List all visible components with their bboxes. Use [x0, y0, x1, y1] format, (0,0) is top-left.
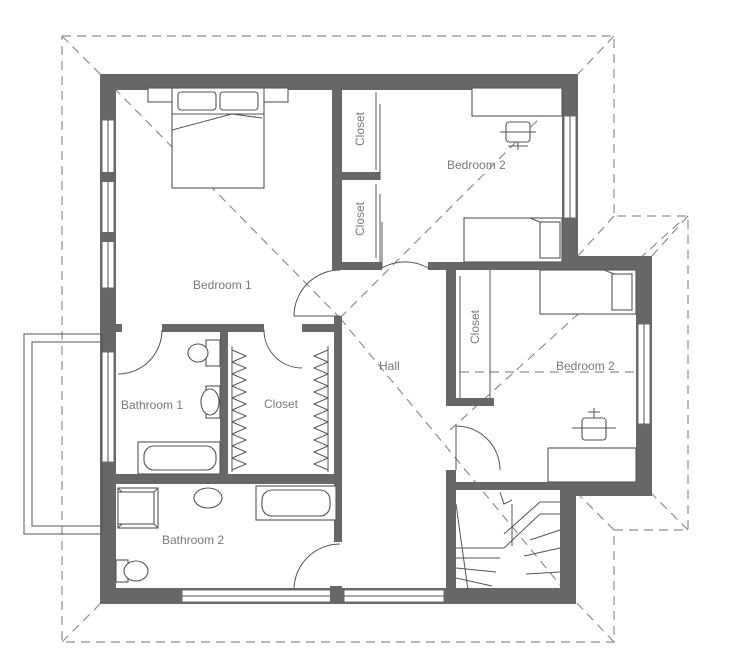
bathroom-1-fixtures	[137, 339, 221, 475]
bathroom-2-fixtures	[115, 485, 337, 583]
closet-hanger	[312, 457, 329, 471]
closet-hanger	[231, 409, 248, 423]
label-bedroom-1: Bedroom 1	[193, 278, 252, 292]
upper-closets	[375, 92, 381, 262]
closet-hanger	[312, 385, 329, 399]
closet-hanger	[312, 349, 329, 363]
windows	[101, 115, 651, 604]
closet-hanger	[312, 361, 329, 375]
closet-hanger	[231, 349, 248, 363]
closet-hangers	[231, 349, 329, 471]
double-bed	[147, 87, 289, 189]
closet-hanger	[231, 457, 248, 471]
closet-hanger	[312, 433, 329, 447]
doors	[117, 222, 501, 589]
label-hall: Hall	[379, 359, 400, 373]
closet-hanger	[231, 385, 248, 399]
label-closet-main: Closet	[264, 397, 299, 411]
closet-hanger	[312, 421, 329, 435]
room-labels: Bedroom 1 Bedroom 2 Bedroom 2 Bathroom 1…	[121, 111, 615, 547]
closet-hanger	[231, 421, 248, 435]
lower-bedroom-furniture	[459, 269, 637, 483]
closet-hanger	[312, 397, 329, 411]
roof-outline	[61, 35, 689, 643]
closet-hanger	[312, 373, 329, 387]
label-bedroom-2-lower: Bedroom 2	[556, 359, 615, 373]
interior-walls	[114, 88, 564, 592]
label-bathroom-1: Bathroom 1	[121, 398, 183, 412]
label-bathroom-2: Bathroom 2	[162, 533, 224, 547]
label-closet-upper-1: Closet	[353, 111, 367, 146]
balcony	[23, 333, 103, 535]
label-closet-upper-2: Closet	[353, 201, 367, 236]
closet-hanger	[231, 373, 248, 387]
label-closet-right: Closet	[468, 309, 482, 344]
closet-hanger	[231, 397, 248, 411]
closet-hanger	[231, 445, 248, 459]
closet-hanger	[312, 445, 329, 459]
closet-hanger	[231, 361, 248, 375]
walk-in-closet	[231, 346, 329, 472]
upper-bedroom-furniture	[463, 87, 563, 263]
closet-hanger	[231, 433, 248, 447]
staircase	[455, 491, 561, 591]
closet-hanger	[312, 409, 329, 423]
label-bedroom-2-upper: Bedroom 2	[447, 158, 506, 172]
